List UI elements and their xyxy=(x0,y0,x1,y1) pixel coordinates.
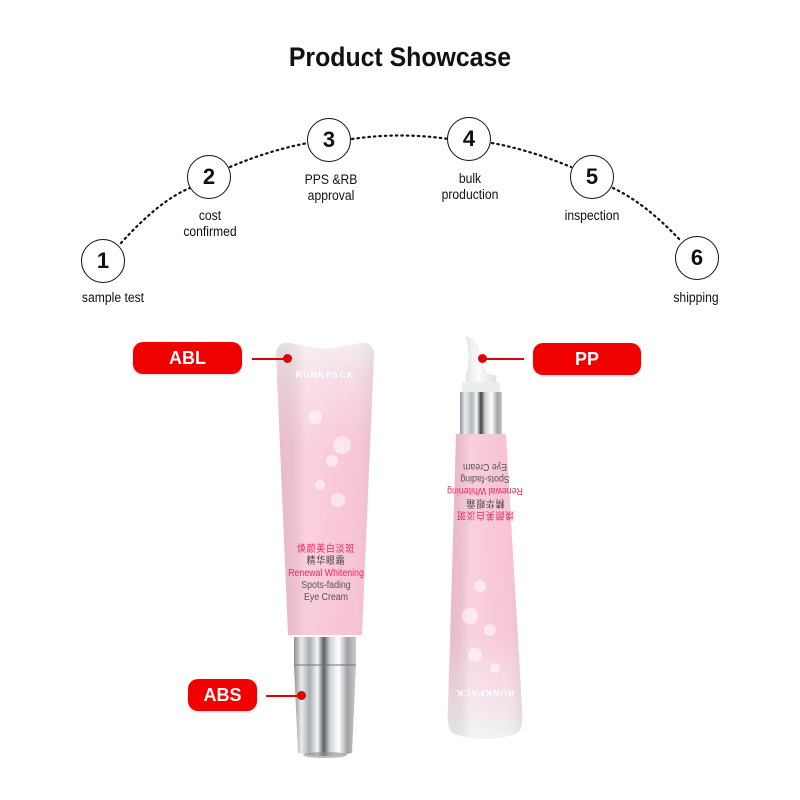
step-2-label: cost confirmed xyxy=(183,208,237,239)
abl-tag: ABL xyxy=(133,342,242,374)
step-5-number: 5 xyxy=(585,164,599,189)
pp-connector-line xyxy=(486,358,524,360)
step-4-label: bulk production xyxy=(441,171,499,202)
abs-connector-line xyxy=(266,695,300,697)
step-3-circle: 3 xyxy=(307,118,351,162)
step-6-label: shipping xyxy=(673,290,719,305)
step-5-label: inspection xyxy=(564,208,620,223)
pp-tag: PP xyxy=(533,343,641,375)
step-2-number: 2 xyxy=(202,164,216,189)
step-1-number: 1 xyxy=(96,248,110,273)
abs-tag: ABS xyxy=(188,679,257,711)
left-tube-image xyxy=(276,342,374,758)
right-tube-label: 焕颜美白淡斑 精华眼霜 Renewal Whitening Spots-fadi… xyxy=(447,461,523,520)
abs-connector-dot xyxy=(297,691,306,700)
step-4-circle: 4 xyxy=(447,117,491,161)
left-tube-brand: RUNKPACK xyxy=(295,370,355,380)
pp-connector-dot xyxy=(478,354,487,363)
step-4-number: 4 xyxy=(462,126,476,151)
step-3-label: PPS &RB approval xyxy=(304,172,358,203)
step-5-circle: 5 xyxy=(570,155,614,199)
right-tube-brand: RUNKPACK xyxy=(455,688,515,698)
left-tube-label: 焕颜美白淡斑 精华眼霜 Renewal Whitening Spots-fadi… xyxy=(288,544,364,603)
page-title: Product Showcase xyxy=(288,42,512,72)
process-arc-line xyxy=(119,134,682,245)
step-2-circle: 2 xyxy=(187,155,231,199)
abl-connector-line xyxy=(252,358,288,360)
abl-connector-dot xyxy=(283,354,292,363)
right-tube-image xyxy=(447,335,523,739)
step-3-number: 3 xyxy=(322,127,336,152)
step-6-number: 6 xyxy=(690,245,704,270)
step-1-label: sample test xyxy=(81,290,145,305)
step-1-circle: 1 xyxy=(81,239,125,283)
step-6-circle: 6 xyxy=(675,236,719,280)
